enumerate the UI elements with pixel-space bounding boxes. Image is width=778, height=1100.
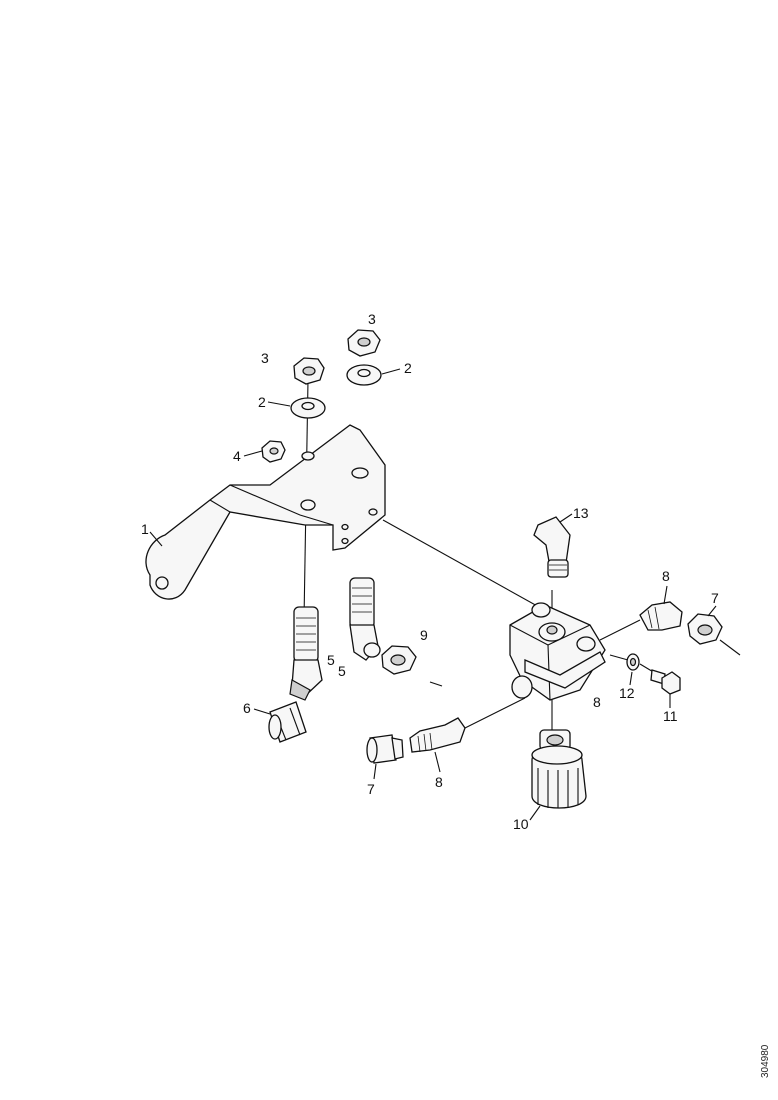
- filter-part-10: [531, 729, 587, 809]
- coupling-part-6: [268, 701, 307, 743]
- hose-fitting-part-5-left: [289, 606, 323, 701]
- callout-4: 4: [233, 448, 241, 464]
- elbow-part-13: [533, 516, 571, 578]
- callout-5-center: 5: [338, 663, 346, 679]
- bracket-part-1: [145, 424, 386, 600]
- callout-3-right: 3: [368, 311, 376, 327]
- callout-7-left: 7: [367, 781, 375, 797]
- valve-body-part-9: [509, 602, 606, 701]
- callout-6: 6: [243, 700, 251, 716]
- nut-part-3-right: [347, 329, 381, 357]
- elbow-part-8-right: [639, 601, 683, 631]
- callout-10: 10: [513, 816, 529, 832]
- callout-9: 9: [420, 627, 428, 643]
- cap-part-7-left: [366, 734, 404, 764]
- callout-11: 11: [663, 708, 678, 724]
- callout-1: 1: [141, 521, 149, 537]
- callout-2-right: 2: [404, 360, 412, 376]
- callout-3-left: 3: [261, 350, 269, 366]
- hose-fitting-part-5-center: [349, 577, 381, 661]
- callout-8-bottom: 8: [435, 774, 443, 790]
- elbow-part-8-bottom: [409, 717, 466, 753]
- callout-2-left: 2: [258, 394, 266, 410]
- callout-8-right: 8: [662, 568, 670, 584]
- nut-part-9-center: [381, 645, 417, 675]
- nut-part-4: [261, 440, 286, 463]
- callout-5-left: 5: [327, 652, 335, 668]
- nut-part-7-right: [687, 613, 723, 645]
- callouts: 1 3 2 3 2 4 5 5 6 9 7 8 13 8 7 8 12 11 1…: [141, 311, 719, 832]
- callout-12: 12: [619, 685, 635, 701]
- callout-13: 13: [573, 505, 589, 521]
- bolt-part-11: [650, 669, 681, 695]
- washer-part-2-left: [290, 397, 326, 419]
- reference-code: 304980: [760, 1044, 771, 1078]
- nut-part-3-left: [293, 357, 325, 385]
- washer-part-2-right: [346, 364, 382, 386]
- seal-ring-part-12: [626, 653, 640, 671]
- callout-3-valve: 8: [593, 694, 601, 710]
- callout-7-right: 7: [711, 590, 719, 606]
